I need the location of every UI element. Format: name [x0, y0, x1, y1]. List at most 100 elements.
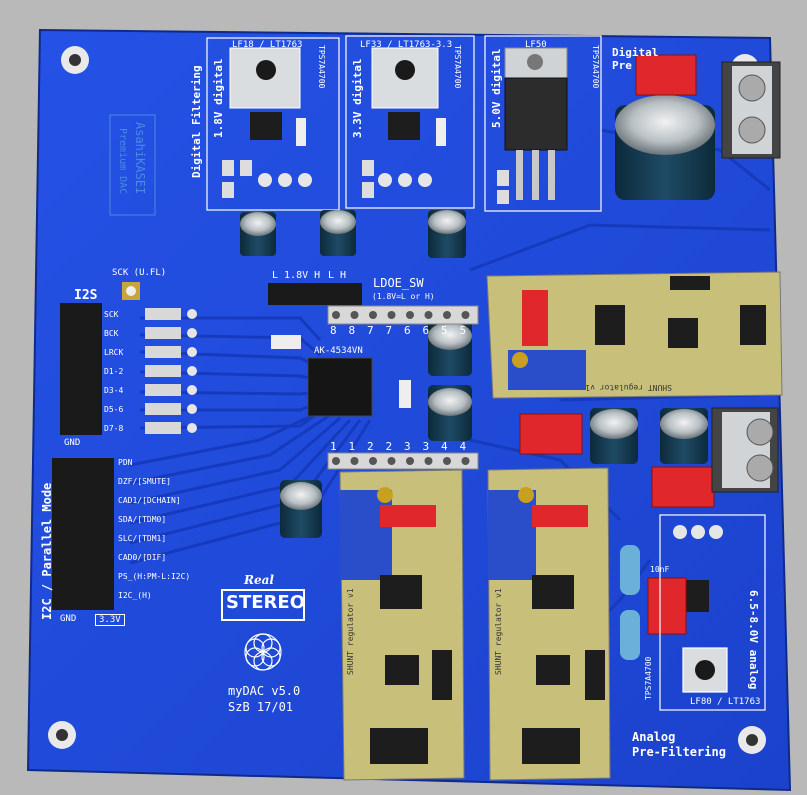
header-pin-label: 2 — [367, 440, 374, 453]
shunt-label-top: SHUNT regulator v1 — [585, 383, 672, 392]
header-pin — [332, 311, 340, 319]
i2s-pad — [187, 309, 197, 319]
header-pin-label: 4 — [459, 440, 467, 453]
shunt-module-right — [487, 467, 611, 781]
header-pin — [424, 311, 433, 319]
analog-prefilter-1: Analog — [632, 730, 676, 744]
control-pin-label: CAD0/[DIF] — [118, 553, 167, 562]
ctrl-3v3: 3.3V — [95, 614, 125, 626]
board-logo-sub: Premium DAC — [117, 128, 128, 195]
shunt-label-left: SHUNT regulator v1 — [346, 588, 355, 675]
smd-passives — [222, 118, 509, 408]
ldoe-levels: L 1.8V H — [272, 270, 321, 281]
header-pin-label: 1 — [348, 440, 356, 453]
i2s-pin-label: D7-8 — [104, 424, 124, 433]
header-pin — [406, 311, 414, 319]
header-pin — [332, 457, 340, 465]
ufl-connector — [122, 282, 140, 300]
header-pin — [369, 457, 377, 465]
i2s-title: I2S — [74, 288, 98, 303]
header-pin — [424, 457, 433, 465]
reg1-part: LF18 / LT1763 — [232, 40, 303, 50]
reg1-ic: TPS7A4700 — [317, 45, 326, 89]
digital-pre-label: Digital Pre — [612, 46, 659, 72]
header-pin-label: 6 — [404, 324, 411, 337]
analog-cap: 10nF — [650, 565, 670, 574]
flower-logo — [244, 633, 282, 671]
akm-logo-box — [109, 114, 156, 216]
board-logo: AsahiKASEI — [133, 122, 147, 195]
shunt-module-top — [486, 271, 783, 399]
reg3-ic: TPS7A4700 — [591, 45, 600, 89]
i2c-mode-label: I2C / Parallel Mode — [40, 482, 54, 620]
header-pin — [461, 311, 470, 319]
board-title: myDAC v5.0 — [228, 684, 301, 698]
header-pin — [350, 457, 359, 465]
header-pin — [406, 457, 414, 465]
control-pin-label: SDA/[TDM0] — [118, 515, 167, 524]
pin-pads — [258, 173, 723, 539]
board-author: SzB 17/01 — [228, 700, 294, 714]
shunt-module-left — [339, 469, 465, 781]
control-pin-label: PDN — [118, 458, 133, 467]
axial-resistors — [620, 545, 640, 660]
header-pin-label: 1 — [330, 440, 337, 453]
header-pin — [350, 311, 359, 319]
pin-header-8 — [327, 305, 479, 325]
control-pin-label: SLC/[TDM1] — [118, 534, 167, 543]
electrolytic-capacitors — [240, 95, 715, 538]
header-pin-label: 7 — [367, 324, 374, 337]
shunt-label-right: SHUNT regulator v1 — [494, 588, 503, 675]
header-pin-label: 7 — [385, 324, 393, 337]
analog-ic: TPS7A4700 — [644, 656, 653, 700]
header-pin — [369, 311, 377, 319]
header-pin — [443, 457, 451, 465]
header-pin-label: 2 — [385, 440, 393, 453]
i2s-pad — [187, 404, 197, 414]
header-pin — [443, 311, 451, 319]
i2s-pin-label: D5-6 — [104, 405, 124, 414]
dac-chip — [307, 357, 373, 417]
pcb-traces — [129, 128, 771, 702]
reg3-voltage: 5.0V digital — [490, 48, 503, 128]
chip-label: AK-4534VN — [314, 346, 363, 356]
digital-filtering-label: Digital Filtering — [190, 65, 203, 178]
ldoe-levels-2: L H — [328, 270, 347, 281]
i2s-resistor — [145, 308, 181, 320]
i2s-resistor — [145, 403, 181, 415]
reg2-voltage: 3.3V digital — [351, 58, 364, 138]
reg2-ic: TPS7A4700 — [453, 45, 462, 89]
header-pin — [387, 457, 396, 465]
film-capacitors — [519, 54, 715, 635]
i2s-pin-label: BCK — [104, 329, 119, 338]
i2s-header — [60, 303, 102, 435]
i2s-pin-label: D3-4 — [104, 386, 124, 395]
sck-ufl-label: SCK (U.FL) — [112, 268, 167, 278]
reg3-part: LF50 — [525, 40, 547, 50]
control-pin-label: I2C_(H) — [118, 591, 152, 600]
header-pin-label: 5 — [459, 324, 467, 337]
regulator-1v8 — [206, 35, 602, 212]
i2s-pad — [187, 366, 197, 376]
ctrl-gnd: GND — [60, 614, 77, 624]
i2s-pin-label: D1-2 — [104, 367, 124, 376]
control-pin-label: PS_(H:PM-L:I2C) — [118, 572, 191, 581]
i2s-pin-label: SCK — [104, 310, 119, 319]
header-pin-label: 8 — [348, 324, 356, 337]
i2s-resistor — [145, 327, 181, 339]
i2s-resistor — [145, 365, 181, 377]
i2s-pad — [187, 423, 197, 433]
i2s-pad — [187, 347, 197, 357]
header-pin-label: 8 — [330, 324, 337, 337]
i2s-pad — [187, 385, 197, 395]
brand-real: Real — [244, 573, 274, 587]
ldoe-sw-label: LDOE_SW — [373, 276, 424, 290]
analog-voltage: 6.5-8.0V analog — [747, 590, 760, 690]
control-header — [52, 458, 114, 610]
reg2-part: LF33 / LT1763-3.3 — [360, 40, 453, 50]
header-pin-label: 4 — [441, 440, 448, 453]
i2s-resistors — [145, 308, 197, 434]
pin-header-4 — [327, 452, 479, 470]
control-pin-label: CAD1/[DCHAIN] — [118, 496, 181, 505]
ldoe-hint: (1.8V=L or H) — [372, 292, 435, 301]
